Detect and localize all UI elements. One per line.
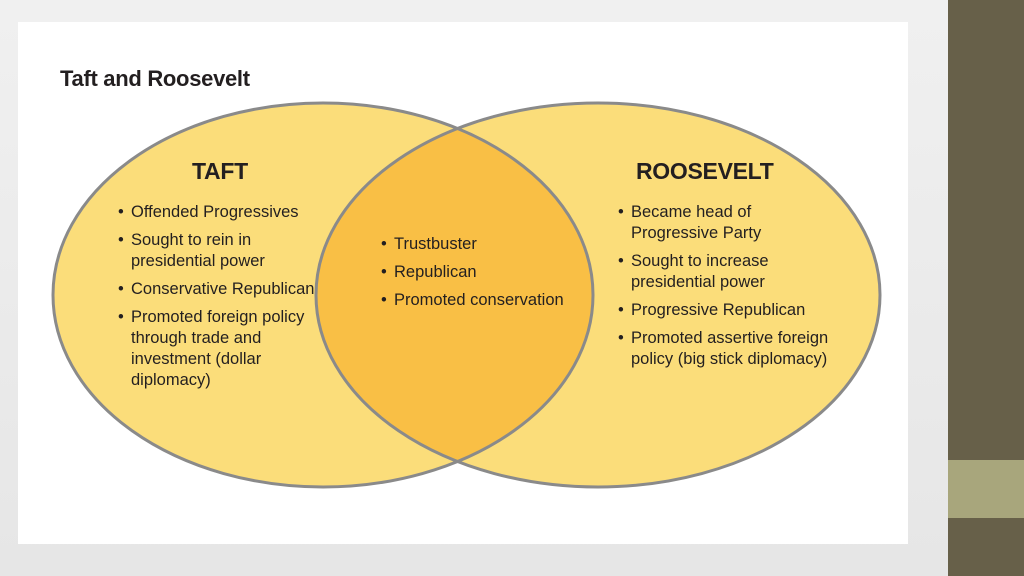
roosevelt-item: Progressive Republican xyxy=(618,300,838,321)
figure-title: Taft and Roosevelt xyxy=(60,66,250,91)
roosevelt-heading: ROOSEVELT xyxy=(636,158,774,184)
roosevelt-item: Promoted assertive foreign policy (big s… xyxy=(618,328,838,370)
taft-heading: TAFT xyxy=(192,158,248,184)
shared-item-list: TrustbusterRepublicanPromoted conservati… xyxy=(381,234,596,318)
shared-item: Republican xyxy=(381,262,596,283)
taft-item: Promoted foreign policy through trade an… xyxy=(118,307,318,391)
roosevelt-item: Sought to increase presidential power xyxy=(618,251,838,293)
taft-item: Conservative Republican xyxy=(118,279,318,300)
shared-item: Promoted conservation xyxy=(381,290,596,311)
taft-item: Sought to rein in presidential power xyxy=(118,230,318,272)
shared-item: Trustbuster xyxy=(381,234,596,255)
roosevelt-item: Became head of Progressive Party xyxy=(618,202,838,244)
taft-item-list: Offended ProgressivesSought to rein in p… xyxy=(118,202,318,398)
slide-sidebar-accent xyxy=(948,460,1024,518)
taft-item: Offended Progressives xyxy=(118,202,318,223)
venn-overlap-region xyxy=(316,103,593,487)
roosevelt-item-list: Became head of Progressive PartySought t… xyxy=(618,202,838,377)
